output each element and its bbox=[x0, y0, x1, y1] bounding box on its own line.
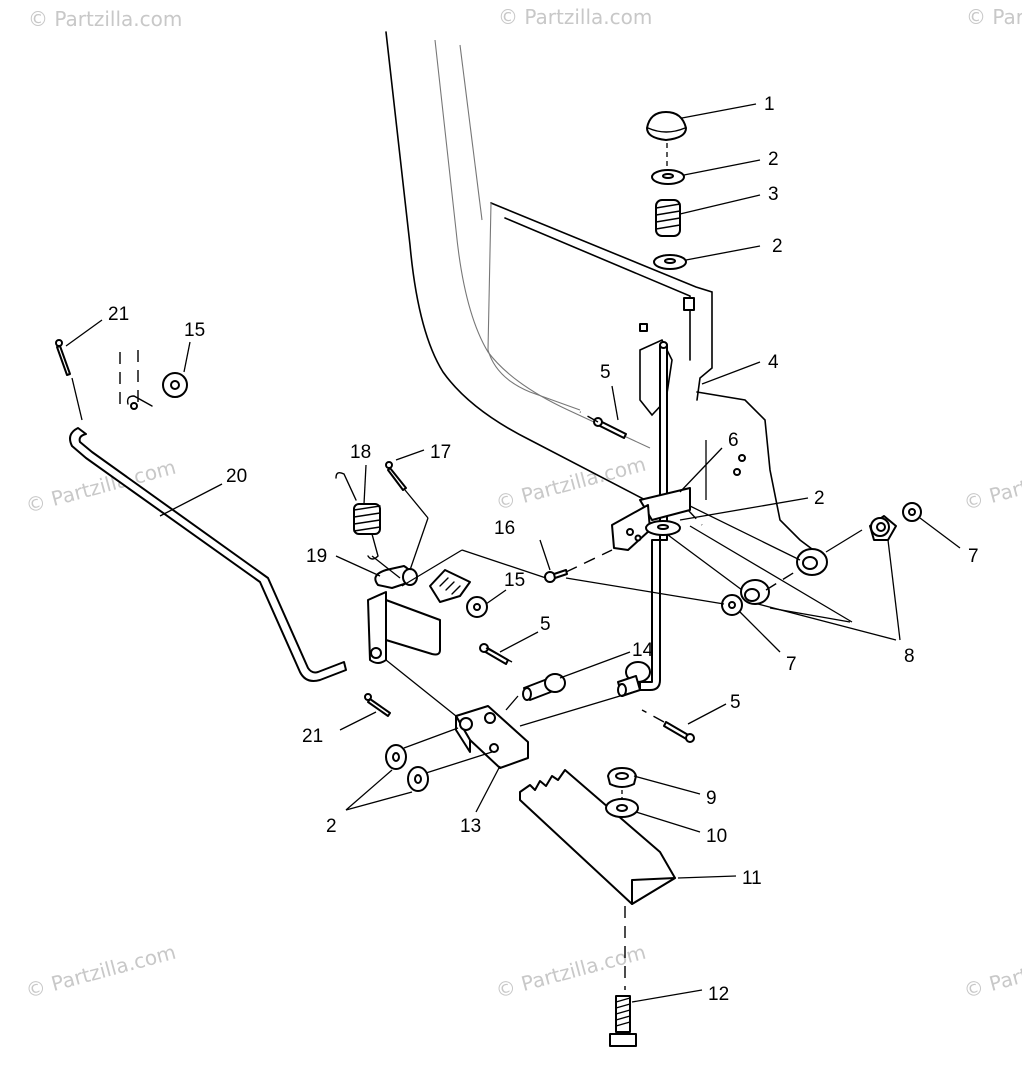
callout-21: 21 bbox=[108, 304, 129, 325]
callout-6: 6 bbox=[728, 430, 739, 451]
callout-21: 21 bbox=[302, 726, 323, 747]
part-6-bracket bbox=[611, 487, 691, 551]
part-15-washer-top bbox=[162, 372, 188, 398]
callout-7: 7 bbox=[786, 654, 797, 675]
watermark-mid-right: © Partzilla.com bbox=[961, 452, 1022, 515]
part-5-bolt-upper bbox=[593, 417, 627, 439]
part-3-spring bbox=[655, 199, 681, 237]
watermark-top-center: © Partzilla.com bbox=[498, 5, 652, 29]
part-18-spring bbox=[335, 471, 381, 560]
part-16-screw bbox=[544, 569, 568, 583]
panel-hole bbox=[738, 454, 746, 462]
watermarks: © Partzilla.com © Partzilla.com © Partzi… bbox=[23, 5, 1022, 1003]
panel-hole-2 bbox=[733, 468, 741, 476]
part-21-cotter-pin-top bbox=[55, 339, 71, 376]
callout-12: 12 bbox=[708, 984, 729, 1005]
part-15-knob bbox=[429, 569, 471, 603]
callout-11: 11 bbox=[742, 868, 762, 889]
callout-leaders bbox=[65, 103, 961, 1003]
watermark-top-right: © Partzilla.com bbox=[966, 5, 1022, 29]
assembly-lines bbox=[71, 350, 863, 774]
callout-2: 2 bbox=[768, 149, 779, 170]
callout-2: 2 bbox=[814, 488, 825, 509]
watermark-bottom-left: © Partzilla.com bbox=[23, 940, 178, 1003]
part-14-pin bbox=[522, 673, 566, 701]
part-5-bolt-middle bbox=[479, 643, 509, 665]
callout-8: 8 bbox=[904, 646, 915, 667]
part-17-cotter-pin bbox=[385, 461, 407, 491]
part-9-nut bbox=[607, 767, 637, 788]
callout-20: 20 bbox=[226, 466, 247, 487]
callout-1: 1 bbox=[764, 94, 775, 115]
panel-slot-upper bbox=[683, 297, 695, 311]
part-4-rod bbox=[639, 341, 668, 691]
callout-14: 14 bbox=[632, 640, 654, 661]
callout-15: 15 bbox=[504, 570, 525, 591]
part-20-linkage-rod bbox=[69, 395, 347, 682]
callout-13: 13 bbox=[460, 816, 481, 837]
callout-7: 7 bbox=[968, 546, 979, 567]
callout-15: 15 bbox=[184, 320, 205, 341]
part-21-cotter-pin-bottom bbox=[364, 693, 391, 717]
part-15-washer-mid bbox=[466, 596, 488, 618]
callout-10: 10 bbox=[706, 826, 727, 847]
body-panel bbox=[385, 31, 821, 556]
part-2-washers-lower-left bbox=[385, 744, 429, 792]
callout-18: 18 bbox=[350, 442, 371, 463]
callout-5: 5 bbox=[730, 692, 741, 713]
panel-slot-small bbox=[639, 323, 648, 332]
part-13-pedal-mount bbox=[455, 705, 529, 769]
callout-5: 5 bbox=[540, 614, 551, 635]
part-8-bushings bbox=[740, 515, 897, 605]
watermark-top-left: © Partzilla.com bbox=[28, 7, 182, 31]
part-2-washer-top bbox=[651, 169, 685, 185]
part-1-cap bbox=[646, 111, 687, 141]
part-10-washer bbox=[605, 798, 639, 818]
part-2-washer-lower bbox=[653, 254, 687, 270]
part-19-lever bbox=[367, 565, 441, 664]
callout-labels: 1 2 3 2 4 5 6 2 7 7 8 16 15 15 5 14 5 9 … bbox=[108, 94, 979, 1005]
callout-4: 4 bbox=[768, 352, 779, 373]
callout-19: 19 bbox=[306, 546, 327, 567]
watermark-bottom-right: © Partzilla.com bbox=[961, 940, 1022, 1003]
callout-2: 2 bbox=[772, 236, 783, 257]
callout-16: 16 bbox=[494, 518, 515, 539]
callout-5: 5 bbox=[600, 362, 611, 383]
part-7-washers bbox=[721, 502, 922, 616]
callout-3: 3 bbox=[768, 184, 779, 205]
callout-9: 9 bbox=[706, 788, 717, 809]
part-11-pedal bbox=[519, 769, 676, 905]
callout-2: 2 bbox=[326, 816, 337, 837]
part-12-bolt bbox=[609, 995, 637, 1047]
part-5-bolt-lower bbox=[663, 721, 695, 743]
callout-17: 17 bbox=[430, 442, 451, 463]
